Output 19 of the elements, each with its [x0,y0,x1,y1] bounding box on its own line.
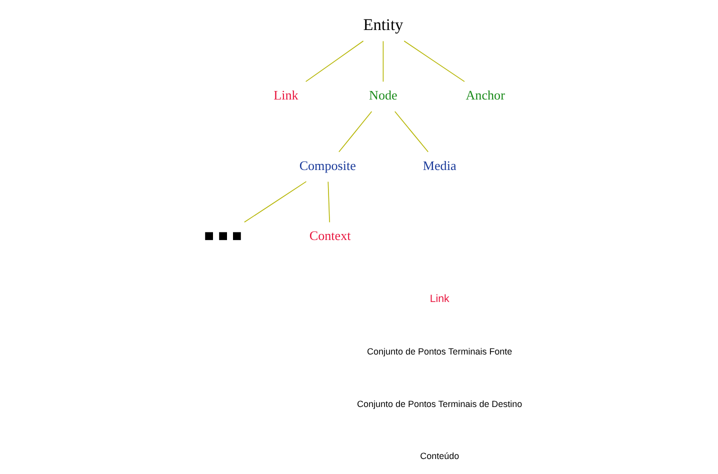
node-text: Entity [362,15,403,34]
label: Link [429,292,449,305]
node-text: Composite [298,158,356,173]
label: Conjunto de Pontos Terminais de Destino [356,398,522,409]
label: Conteúdo [420,451,459,462]
node-text: Anchor [465,88,504,103]
connector [244,181,306,223]
node-text: Media [422,158,456,173]
node-text: Context [308,228,350,244]
connector [403,40,464,82]
node-text: Link [273,88,298,103]
connector [382,40,384,82]
connector [394,111,428,152]
node-text: ■ ■ ■ [204,226,242,246]
connector [304,40,364,82]
node-text: Node [368,88,397,103]
connector [338,111,372,152]
connector [327,181,330,223]
label: Conjunto de Pontos Terminais Fonte [366,346,512,357]
